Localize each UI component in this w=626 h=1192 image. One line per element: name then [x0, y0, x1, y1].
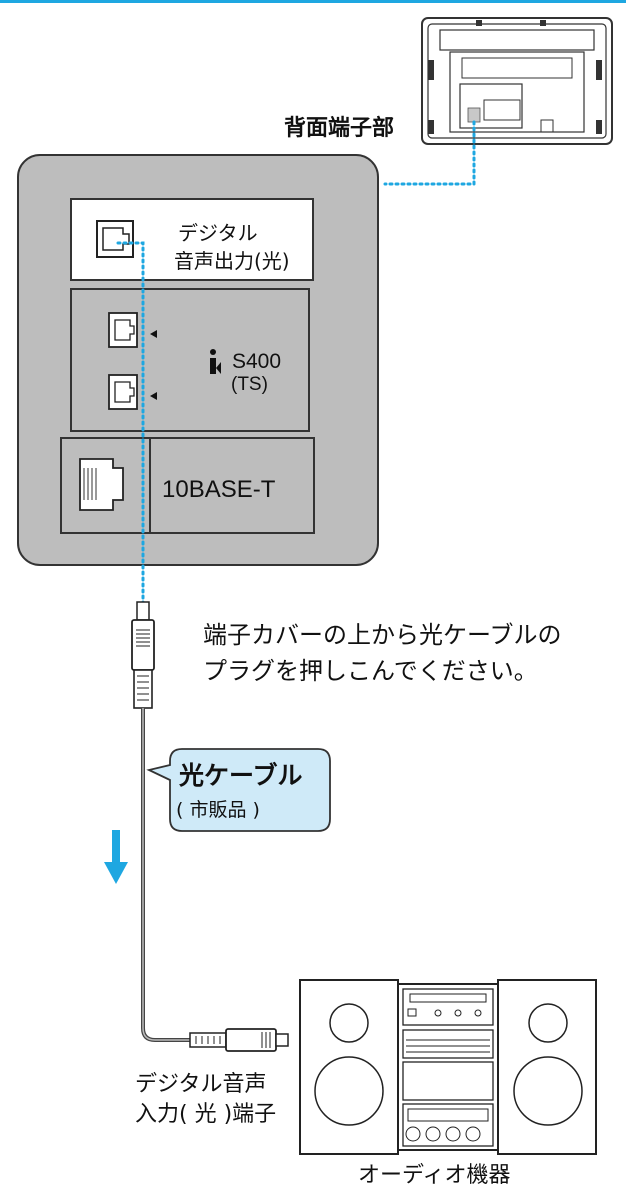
port-marker-icon	[150, 392, 157, 400]
ilink-section: S400 (TS)	[70, 288, 310, 432]
audio-device-illustration	[299, 979, 597, 1155]
port-marker-icon	[150, 330, 157, 338]
tv-rear-illustration	[421, 17, 613, 145]
ilink-model-label: S400	[232, 350, 281, 373]
audio-input-line2: 入力( 光 )端子	[135, 1102, 276, 1127]
ethernet-label: 10BASE-T	[162, 476, 276, 503]
audio-input-line1: デジタル音声	[135, 1072, 267, 1097]
digital-audio-output-port: デジタル 音声出力(光)	[70, 198, 314, 281]
ethernet-port-icon	[79, 458, 124, 511]
instruction-line1: 端子カバーの上から光ケーブルの	[203, 621, 562, 649]
cable-callout: 光ケーブル ( 市販品 )	[146, 748, 331, 832]
ilink-ts-label: (TS)	[231, 374, 268, 395]
top-rule	[0, 0, 626, 3]
down-arrow-icon	[104, 830, 128, 884]
digital-audio-out-line1: デジタル	[178, 221, 258, 245]
cable-name-label: 光ケーブル	[178, 761, 303, 790]
ethernet-section: 10BASE-T	[60, 437, 315, 534]
dotted-leader-tv	[383, 120, 476, 186]
instruction-line2: プラグを押しこんでください。	[203, 657, 538, 685]
ilink-port-icon	[108, 312, 138, 348]
audio-device-label: オーディオ機器	[358, 1163, 510, 1188]
optical-plug-horizontal-icon	[189, 1028, 289, 1052]
optical-plug-icon	[131, 601, 155, 709]
optical-port-icon	[96, 220, 134, 258]
dotted-leader-plug	[116, 241, 145, 605]
ilink-logo-icon	[210, 349, 221, 374]
ilink-port-icon	[108, 374, 138, 410]
digital-audio-out-line2: 音声出力(光)	[174, 249, 290, 273]
rear-terminal-label: 背面端子部	[284, 115, 394, 141]
cable-note-label: ( 市販品 )	[176, 799, 260, 821]
